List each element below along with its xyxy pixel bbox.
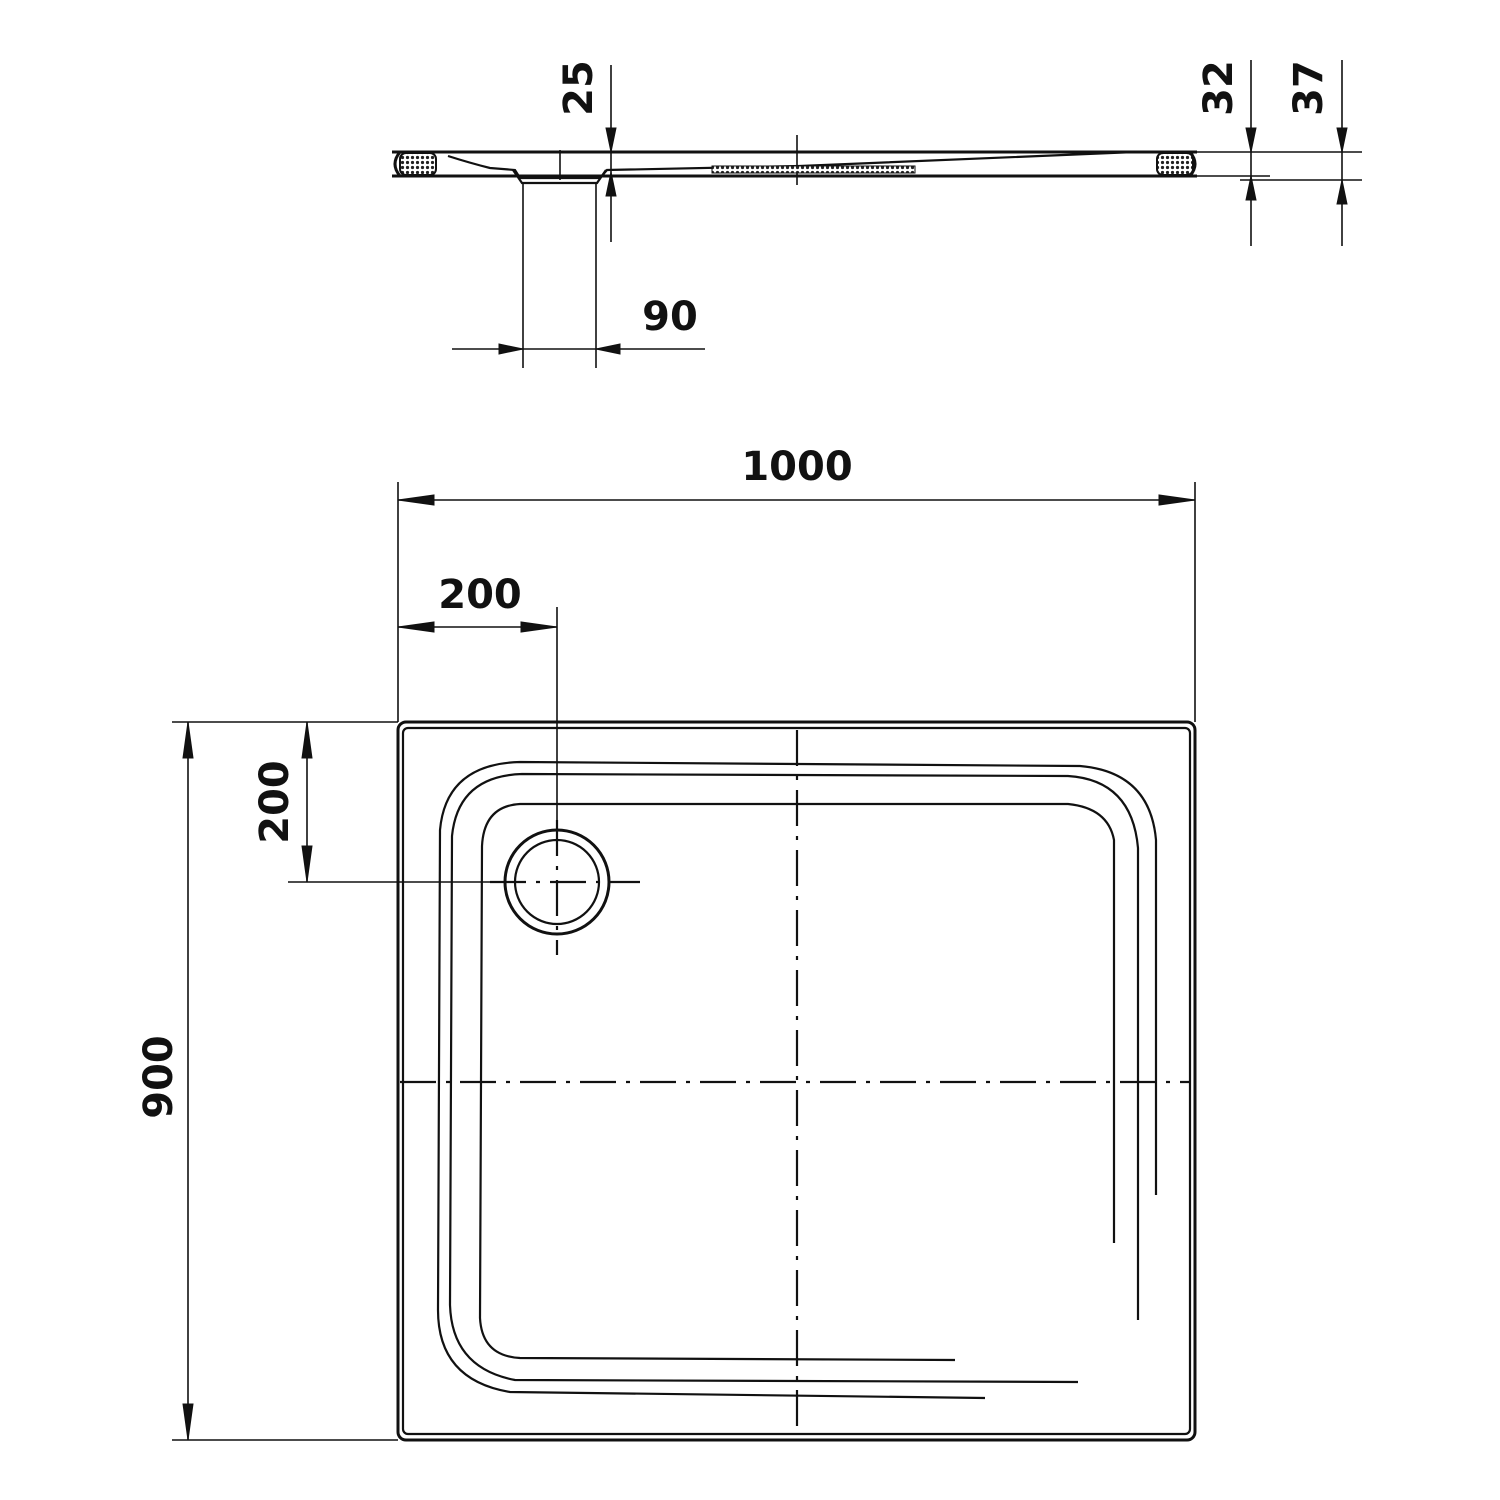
side-left-foam [399,152,437,176]
dim-37-label: 37 [1286,60,1332,116]
dim-200-vertical: 200 [252,721,505,883]
dim-25: 25 [556,60,617,242]
side-left-end [393,151,402,177]
dim-1000-label: 1000 [741,444,852,490]
side-right-foam [1156,152,1194,176]
basin-contour-middle [448,772,1140,1384]
basin-contour-outer [436,760,1158,1400]
side-inner-floor [447,150,1136,180]
side-drain [512,169,607,185]
dim-90: 90 [452,183,705,368]
top-view [396,720,1197,1442]
dim-32-label: 32 [1196,60,1242,116]
dim-25-label: 25 [556,60,602,116]
dim-900-label: 900 [136,1035,182,1119]
dim-32: 32 [1196,60,1257,246]
dim-200-horizontal-label: 200 [438,572,522,618]
dim-200-horizontal: 200 [397,572,558,830]
tray-outer-rim [396,720,1197,1442]
side-hatch-strip [711,165,916,174]
dim-37: 37 [1286,60,1348,246]
side-view [392,135,1362,185]
dim-900: 900 [136,721,398,1441]
dim-200-vertical-label: 200 [252,760,298,844]
dim-90-label: 90 [642,294,698,340]
basin-contour-inner [478,802,1116,1362]
dim-1000: 1000 [397,444,1196,722]
